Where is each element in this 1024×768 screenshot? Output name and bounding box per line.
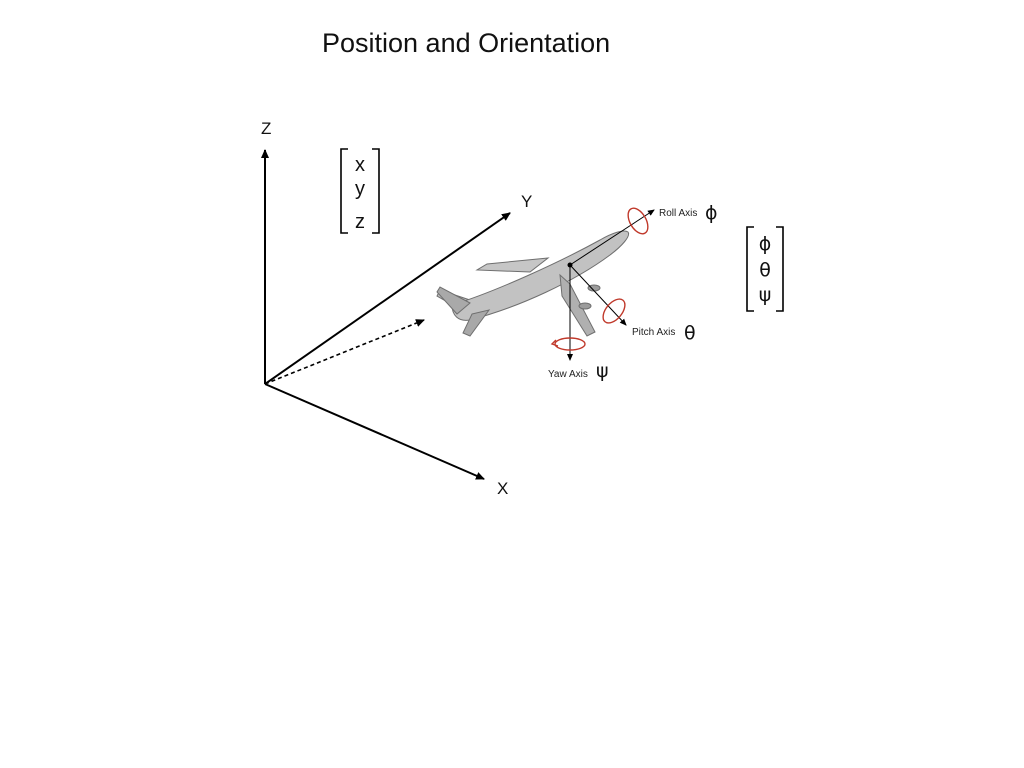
yaw-axis-label: Yaw Axis xyxy=(548,369,588,380)
roll-rotation-indicator xyxy=(627,207,649,235)
position-vector-arrow xyxy=(264,319,425,385)
pitch-axis-symbol: θ xyxy=(684,322,696,344)
orientation-theta: θ xyxy=(759,259,771,281)
orientation-psi: ψ xyxy=(759,284,772,306)
pitch-axis-label: Pitch Axis xyxy=(632,327,675,338)
roll-axis-arrow xyxy=(569,209,655,266)
airplane-engine-2 xyxy=(578,302,592,310)
position-z: z xyxy=(355,211,365,233)
airplane-image xyxy=(436,230,630,337)
y-axis-label: Y xyxy=(521,192,532,211)
right-bracket xyxy=(776,226,784,312)
yaw-axis-symbol: ψ xyxy=(596,360,609,382)
left-bracket xyxy=(340,148,348,234)
position-y: y xyxy=(355,178,365,200)
x-axis xyxy=(264,383,485,480)
airplane-tail-fin xyxy=(436,286,471,315)
orientation-vector: ϕ θ ψ xyxy=(746,226,784,312)
yaw-rotation-indicator xyxy=(554,337,586,351)
left-bracket xyxy=(746,226,754,312)
right-bracket xyxy=(372,148,380,234)
z-axis-label: Z xyxy=(261,119,271,138)
aircraft-body-axes: Roll Axis ϕ Pitch Axis θ Yaw Axis ψ xyxy=(548,202,718,382)
airplane-stabilizer-lower xyxy=(462,309,491,337)
slide-title: Position and Orientation xyxy=(322,28,611,58)
y-axis xyxy=(264,212,511,385)
airplane-far-wing xyxy=(475,257,550,273)
pitch-axis-arrow xyxy=(569,264,627,326)
position-vector: x y z xyxy=(340,148,380,234)
world-frame: Z Y X xyxy=(261,119,532,498)
x-axis-label: X xyxy=(497,479,508,498)
yaw-rotation-arrowhead xyxy=(550,339,559,347)
airplane-near-wing xyxy=(559,273,596,337)
pitch-rotation-indicator xyxy=(602,298,626,324)
orientation-phi: ϕ xyxy=(759,233,772,255)
roll-axis-label: Roll Axis xyxy=(659,208,697,219)
roll-axis-symbol: ϕ xyxy=(705,202,718,224)
position-x: x xyxy=(355,154,365,176)
